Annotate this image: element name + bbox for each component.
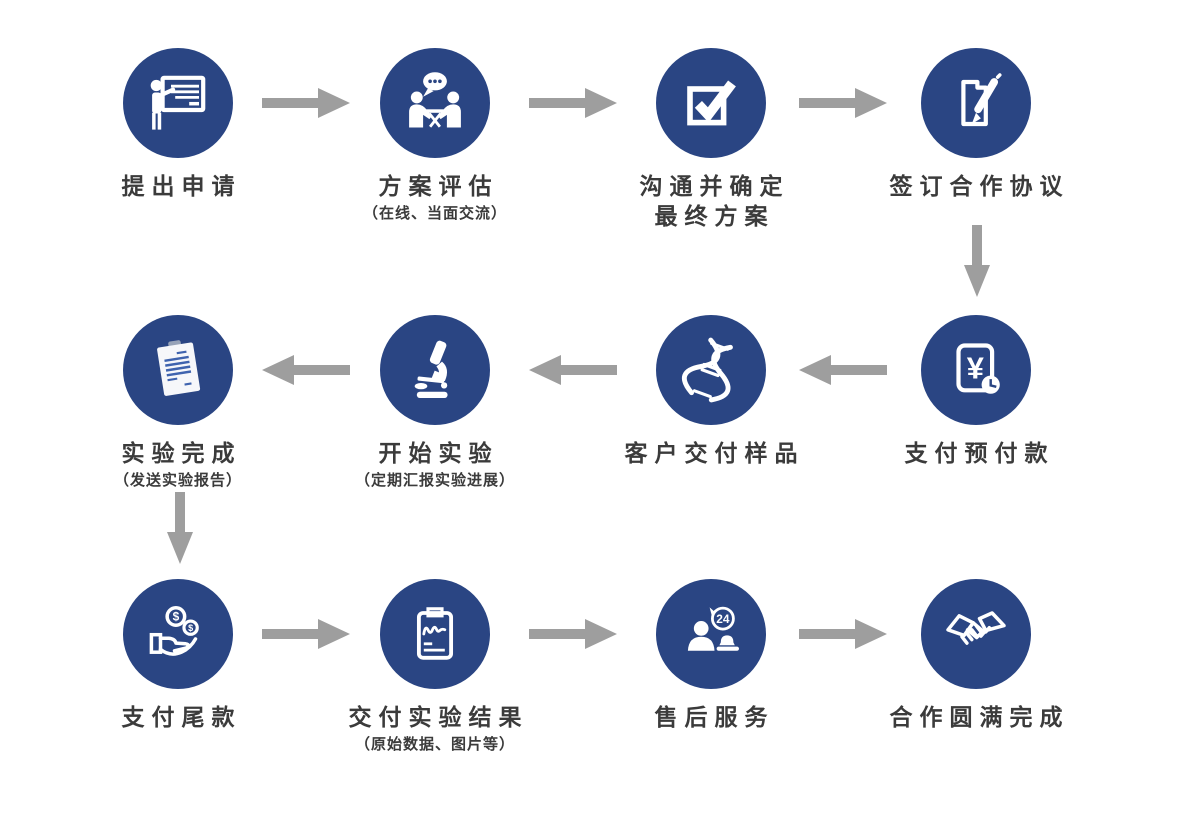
dollar-symbol: $ [173,610,180,624]
step-after-sales-service: 24 售后服务 [571,579,851,732]
dollar-symbol: $ [188,623,193,633]
step-sublabel: （原始数据、图片等） [354,736,515,753]
arrow-right-icon [262,619,350,649]
step-circle [123,315,233,425]
step-circle: 24 [656,579,766,689]
arrow-left-icon [529,355,617,385]
dna-icon [681,337,733,403]
step-label: 实验完成 [121,440,242,466]
step-confirm-final-plan: 沟通并确定 最终方案 [571,48,851,231]
step-label: 交付实验结果 [348,704,529,730]
meeting-icon [409,72,461,128]
step-start-experiment: 开始实验 （定期汇报实验进展） [295,315,575,491]
step-label: 合作圆满完成 [889,704,1070,730]
step-sublabel: （在线、当面交流） [362,205,507,222]
step-plan-evaluation: 方案评估 （在线、当面交流） [295,48,575,224]
step-circle: ¥ [921,315,1031,425]
step-label: 客户交付样品 [624,440,805,466]
step-label: 方案评估 [378,173,499,199]
arrow-left-icon [799,355,887,385]
report-clipboard-icon [157,340,201,396]
step-deliver-results: 交付实验结果 （原始数据、图片等） [295,579,575,755]
step-label: 支付预付款 [904,440,1055,466]
coins-hand-icon: $ $ [149,606,199,656]
checkbox-icon [687,80,736,126]
step-circle [380,315,490,425]
arrow-right-icon [529,619,617,649]
presentation-icon [150,75,206,130]
arrow-left-icon [262,355,350,385]
step-circle [380,48,490,158]
step-circle: $ $ [123,579,233,689]
arrow-down-icon [167,492,193,564]
hours-24-text: 24 [716,612,730,626]
results-clipboard-icon [416,607,454,660]
step-pay-advance: ¥ 支付预付款 [836,315,1116,468]
arrow-right-icon [529,88,617,118]
arrow-down-icon [964,225,990,297]
step-label: 开始实验 [378,440,499,466]
arrow-right-icon [799,619,887,649]
step-pay-balance: $ $ 支付尾款 [38,579,318,732]
service-24h-icon: 24 [687,606,739,651]
step-circle [123,48,233,158]
step-deliver-samples: 客户交付样品 [571,315,851,468]
step-sublabel: （定期汇报实验进展） [354,472,515,489]
step-label: 签订合作协议 [889,173,1070,199]
step-cooperation-complete: 合作圆满完成 [836,579,1116,732]
contract-pen-icon [961,73,1002,127]
step-label: 提出申请 [121,173,242,199]
step-circle [656,48,766,158]
step-submit-request: 提出申请 [38,48,318,201]
step-label: 售后服务 [654,704,775,730]
step-sublabel: （发送实验报告） [113,472,242,489]
prepaid-payment-icon: ¥ [956,343,1000,394]
arrow-right-icon [799,88,887,118]
step-circle [921,579,1031,689]
handshake-icon [946,611,1006,645]
step-label: 支付尾款 [121,704,242,730]
step-circle [380,579,490,689]
arrow-right-icon [262,88,350,118]
step-label: 沟通并确定 最终方案 [639,173,790,229]
microscope-icon [414,340,448,398]
yuan-symbol: ¥ [967,350,984,385]
step-circle [656,315,766,425]
step-circle [921,48,1031,158]
step-sign-agreement: 签订合作协议 [836,48,1116,201]
step-experiment-complete: 实验完成 （发送实验报告） [38,315,318,491]
